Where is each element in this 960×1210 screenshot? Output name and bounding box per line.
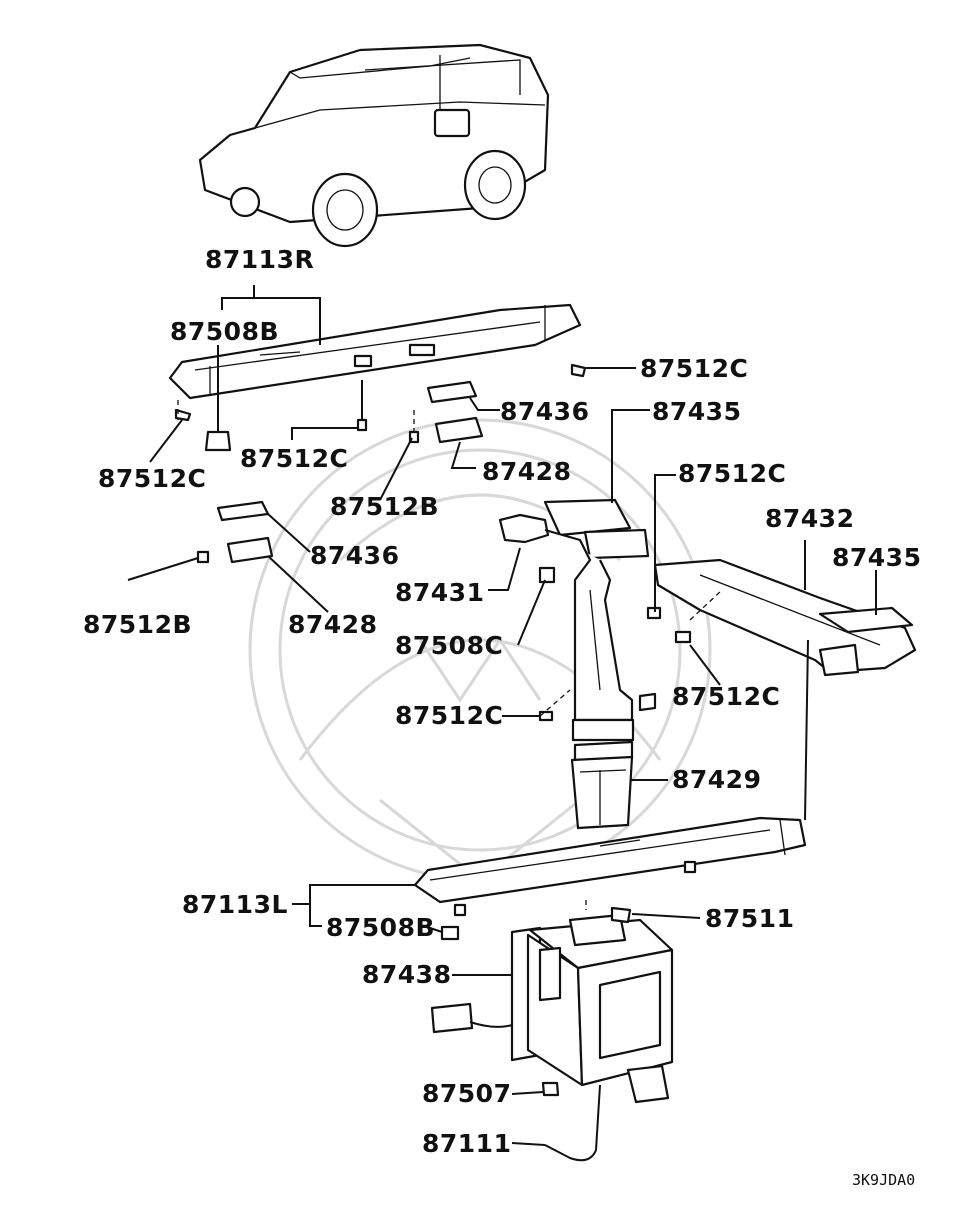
label-87512B-mid: 87512B xyxy=(330,492,439,521)
label-87436-left: 87436 xyxy=(310,541,399,570)
vehicle-outline-icon xyxy=(198,43,550,248)
clip-icon xyxy=(204,380,484,564)
label-87435-top: 87435 xyxy=(652,397,741,426)
leader-lines xyxy=(127,285,877,1146)
duct-87432 xyxy=(653,558,917,677)
label-87512C-duct: 87512C xyxy=(678,459,786,488)
label-87512C-lower: 87512C xyxy=(395,701,503,730)
label-87436-right: 87436 xyxy=(500,397,589,426)
label-87508B-bottom: 87508B xyxy=(326,913,435,942)
label-87429: 87429 xyxy=(672,765,761,794)
label-87431: 87431 xyxy=(395,578,484,607)
label-87512C-mid: 87512C xyxy=(240,444,348,473)
label-87113R: 87113R xyxy=(205,245,314,274)
label-87508B-top: 87508B xyxy=(170,317,279,346)
label-87512B-left: 87512B xyxy=(83,610,192,639)
label-87511: 87511 xyxy=(705,904,794,933)
label-87512C-top-right: 87512C xyxy=(640,354,748,383)
duct-87431 xyxy=(498,498,657,742)
duct-connector-87429 xyxy=(570,740,634,830)
screw-icon xyxy=(440,606,692,941)
label-87428-right: 87428 xyxy=(482,457,571,486)
label-87512C-left: 87512C xyxy=(98,464,206,493)
duct-87113R xyxy=(168,303,582,400)
label-87432: 87432 xyxy=(765,504,854,533)
label-87438: 87438 xyxy=(362,960,451,989)
heater-unit-icon xyxy=(430,913,674,1162)
label-87113L: 87113L xyxy=(182,890,288,919)
label-87428-left: 87428 xyxy=(288,610,377,639)
label-87435-right: 87435 xyxy=(832,543,921,572)
screw-icon xyxy=(174,363,587,564)
label-87507: 87507 xyxy=(422,1079,511,1108)
duct-87113L xyxy=(413,816,807,917)
diagram-code: 3K9JDA0 xyxy=(852,1171,915,1189)
label-87512C-right: 87512C xyxy=(672,682,780,711)
label-87508C: 87508C xyxy=(395,631,503,660)
part-labels: 87113R 87508B 87512C 87436 87435 87512C … xyxy=(83,245,921,1189)
label-87111: 87111 xyxy=(422,1129,511,1158)
